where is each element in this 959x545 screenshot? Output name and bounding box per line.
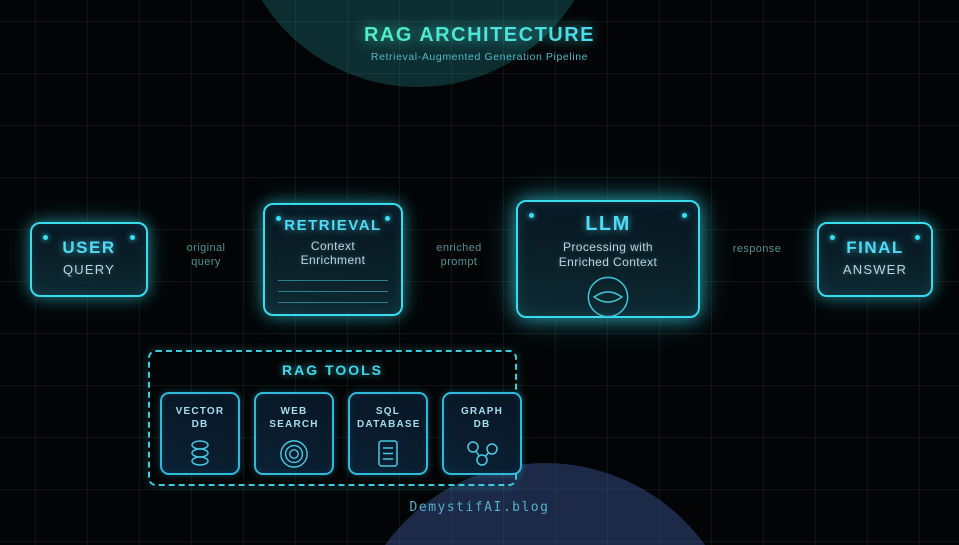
vector-db-icon xyxy=(191,440,209,466)
flow-label-enriched-prompt: enriched prompt xyxy=(436,242,482,268)
node-title: LLM xyxy=(585,213,631,235)
rag-tools-panel: RAG TOOLS VECTOR DB WEB SEARCH SQL D xyxy=(148,350,522,486)
node-subtitle: Processing with Enriched Context xyxy=(558,240,658,269)
corner-dot-icon xyxy=(43,235,48,240)
header: RAG ARCHITECTURE Retrieval-Augmented Gen… xyxy=(0,0,959,63)
corner-dot-icon xyxy=(529,213,534,218)
graph-db-icon xyxy=(467,441,498,466)
corner-dot-icon xyxy=(276,216,281,221)
tool-label: GRAPH DB xyxy=(460,406,504,430)
corner-dot-icon xyxy=(130,235,135,240)
node-title: FINAL xyxy=(846,238,904,257)
node-llm: LLM Processing with Enriched Context xyxy=(516,200,700,318)
tool-sql-database: SQL DATABASE xyxy=(348,392,428,475)
node-title: USER xyxy=(62,238,116,257)
rag-tools-title: RAG TOOLS xyxy=(282,362,383,378)
tool-web-search: WEB SEARCH xyxy=(254,392,334,475)
web-search-icon xyxy=(280,440,308,468)
corner-dot-icon xyxy=(385,216,390,221)
node-title: RETRIEVAL xyxy=(284,217,382,234)
tool-vector-db: VECTOR DB xyxy=(160,392,240,475)
text-lines-decoration xyxy=(265,280,401,303)
node-retrieval: RETRIEVAL Context Enrichment xyxy=(263,203,403,316)
node-user-query: USER QUERY xyxy=(30,222,148,297)
node-subtitle: ANSWER xyxy=(842,262,908,277)
flow-label-response: response xyxy=(732,243,782,255)
brand-footer: DemystifAI.blog xyxy=(409,500,550,515)
page-subtitle: Retrieval-Augmented Generation Pipeline xyxy=(370,51,589,63)
corner-dot-icon xyxy=(915,235,920,240)
tool-label: VECTOR DB xyxy=(175,406,225,430)
tool-label: WEB SEARCH xyxy=(269,406,319,430)
page-title: RAG ARCHITECTURE xyxy=(363,24,596,46)
tool-graph-db: GRAPH DB xyxy=(442,392,522,475)
eye-lens-icon xyxy=(587,276,629,318)
corner-dot-icon xyxy=(682,213,687,218)
sql-database-icon xyxy=(378,440,398,467)
flow-label-original-query: original query xyxy=(186,242,226,268)
tool-label: SQL DATABASE xyxy=(357,406,421,430)
node-subtitle: QUERY xyxy=(63,262,115,277)
corner-dot-icon xyxy=(830,235,835,240)
node-subtitle: Context Enrichment xyxy=(300,239,366,267)
node-final-answer: FINAL ANSWER xyxy=(817,222,933,297)
